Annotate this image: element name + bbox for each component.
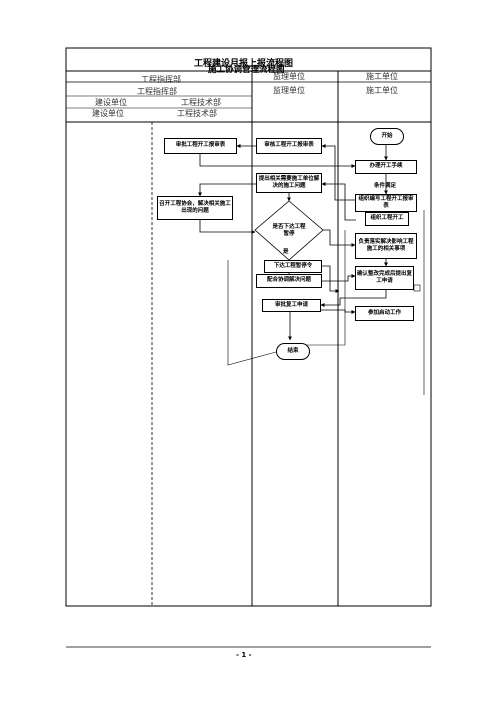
page-number: - 1 - <box>236 651 252 659</box>
subcol-tech-dept: 工程技术部 <box>181 98 221 107</box>
review-resume-box: 审批复工申请 <box>262 299 321 312</box>
end-node: 结束 <box>276 343 310 360</box>
organize-report-box: 组织编写工程开工报审表 <box>355 194 417 212</box>
handle-permit-box: 办理开工手续 <box>355 160 417 174</box>
col-header-contractor: 施工单位 <box>366 72 398 81</box>
propose-coordination-box: 提出相关需要施工单位解决的施工问题 <box>256 173 322 193</box>
col-header-supervisor: 监理单位 <box>273 72 305 81</box>
join-start-box: 参加启动工作 <box>355 306 414 321</box>
meeting-box: 召开工程协会，解决相关施工出现的问题 <box>157 196 233 220</box>
review-report-box: 审核工程开工报审表 <box>256 138 322 154</box>
owner-resolve-box: 负责落实解决影响工程施工的相关事项 <box>355 233 417 259</box>
header-title-overlay: 施工协调管理流程图 <box>208 65 285 75</box>
col-subheader-headquarters: 工程指挥部 <box>137 87 177 96</box>
organize-start-box: 组织工程开工 <box>365 212 409 226</box>
subcol-tech-dept-overlay: 工程技术部 <box>177 109 217 118</box>
issue-stop-box: 下达工程暂停令 <box>264 260 322 273</box>
decision-label: 是否下达工程暂停 <box>272 224 306 238</box>
decision-yes-label: 是 <box>283 249 289 255</box>
col-subheader-supervisor: 监理单位 <box>273 86 305 95</box>
subcol-builder: 建设单位 <box>95 98 127 107</box>
col-header-headquarters: 工程指挥部 <box>141 75 181 84</box>
conditions-met-label: 条件满足 <box>374 183 397 189</box>
confirm-resume-box: 确认整改完成后提出复工申请 <box>355 266 414 290</box>
start-node: 开始 <box>370 128 404 145</box>
cooperate-box: 配合协调解决问题 <box>256 274 322 288</box>
subcol-builder-overlay: 建设单位 <box>92 109 124 118</box>
approve-report-box: 审批工程开工报审表 <box>164 138 237 154</box>
header-title: 工程建设月报上报流程图 <box>194 59 294 69</box>
col-subheader-contractor: 施工单位 <box>366 86 398 95</box>
